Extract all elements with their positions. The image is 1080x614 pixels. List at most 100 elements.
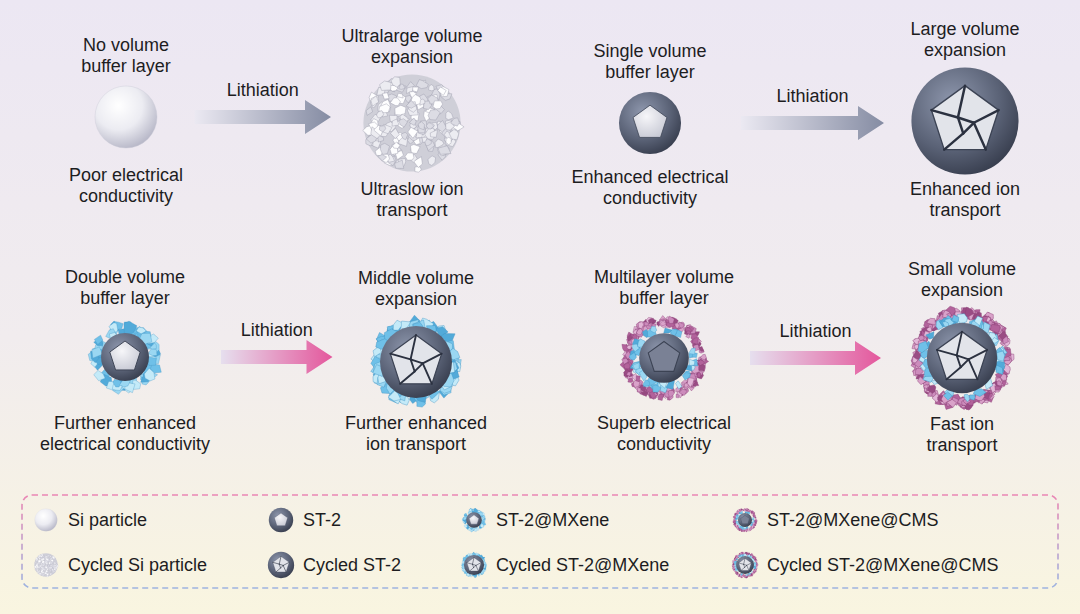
mxene-flake: [482, 517, 485, 519]
cms-flake: [627, 334, 633, 341]
lithiation-arrow: [221, 340, 333, 374]
mxene-flake: [629, 352, 636, 360]
cms-flake: [742, 509, 743, 511]
edge-label: Lithiation: [779, 321, 851, 342]
silicon-fragment: [45, 561, 47, 562]
crack-line: [283, 565, 286, 572]
cms-flake: [734, 516, 735, 518]
silicon-fragment: [395, 160, 404, 168]
cms-flake: [755, 517, 756, 518]
silicon-fragment: [41, 571, 43, 574]
silicon-fragment: [410, 144, 420, 153]
mxene-flake: [482, 520, 484, 522]
crack-line: [744, 558, 745, 564]
cms-flake: [741, 552, 743, 554]
silicon-fragment: [446, 111, 453, 120]
cms-flake: [623, 370, 630, 376]
mxene-flake: [480, 524, 483, 528]
crack-line: [279, 556, 281, 564]
legend-label: Cycled ST-2@MXene: [496, 555, 669, 576]
cms-flake: [649, 392, 656, 399]
legend-label: Cycled Si particle: [68, 555, 207, 576]
cms-flake: [687, 378, 694, 388]
crack-line: [281, 565, 284, 568]
silicon-fragment: [54, 564, 56, 566]
cms-flake: [755, 559, 756, 561]
cms-flake: [737, 512, 738, 513]
particle-group: [88, 321, 161, 394]
cms-flake: [750, 554, 751, 555]
cms-flake: [735, 513, 737, 515]
particle-illustration: [618, 312, 710, 404]
mxene-flake: [997, 351, 1005, 361]
legend-label: Cycled ST-2: [303, 555, 401, 576]
node-text: No volume buffer layer: [66, 35, 186, 77]
silicon-fragment: [41, 564, 43, 566]
node-text: Poor electrical conductivity: [64, 165, 189, 207]
mxene-flake: [148, 349, 157, 356]
silicon-fragment: [405, 153, 414, 160]
mxene-flake: [754, 563, 756, 566]
silicon-fragment: [47, 565, 49, 567]
cms-flake: [736, 572, 738, 574]
cms-flake: [734, 522, 736, 525]
cms-flake: [748, 511, 750, 512]
silicon-fragment: [39, 558, 41, 560]
mxene-flake: [754, 567, 756, 569]
legend-border: [22, 495, 1058, 588]
crack-line: [958, 86, 965, 118]
silicon-fragment: [397, 93, 403, 98]
mxene-flake: [468, 553, 470, 556]
cms-flake: [754, 571, 755, 572]
crack-line: [739, 563, 744, 564]
cms-flake: [738, 529, 740, 531]
cms-flake: [742, 530, 743, 532]
cms-flake: [747, 508, 749, 510]
crack-line: [411, 359, 415, 371]
crack-line: [474, 565, 476, 567]
cms-flake: [692, 337, 698, 344]
st2-shell: [639, 333, 689, 383]
silicon-fragment: [43, 574, 45, 576]
cms-flake: [737, 512, 739, 514]
crack-line: [944, 133, 963, 149]
crack-line: [957, 355, 961, 367]
silicon-fragment: [430, 130, 437, 138]
silicon-fragment: [48, 559, 49, 561]
cms-flake: [753, 514, 755, 516]
cms-flake: [740, 574, 743, 576]
silicon-fragment: [451, 118, 460, 126]
silicon-fragment: [43, 567, 45, 569]
particle-illustration: [366, 312, 466, 412]
cms-flake: [751, 554, 752, 556]
mxene-flake: [740, 527, 741, 529]
cms-flake: [752, 511, 754, 513]
silicon-fragment: [45, 560, 47, 563]
silicon-fragment: [52, 564, 54, 567]
cms-flake: [745, 576, 747, 579]
silicon-fragment: [401, 132, 408, 139]
cms-flake: [755, 517, 756, 519]
cms-flake: [750, 510, 751, 511]
silicon-fragment: [52, 556, 54, 558]
st2-shell: [466, 512, 482, 528]
cms-flake: [990, 324, 1000, 332]
silicon-fragment: [48, 558, 50, 561]
legend-icon: [732, 507, 758, 533]
silicon-fragment: [380, 143, 389, 154]
silicon-fragment: [55, 567, 57, 569]
node-text: Large volume expansion: [890, 19, 1040, 61]
legend-label: Cycled ST-2@MXene@CMS: [767, 555, 999, 576]
silicon-fragment: [433, 101, 443, 109]
crack-line: [283, 562, 289, 565]
crack-line: [276, 568, 281, 572]
cms-flake: [752, 556, 754, 558]
cms-flake: [740, 509, 742, 511]
silicon-fragment: [38, 566, 40, 568]
cms-flake: [752, 526, 754, 528]
mxene-flake: [741, 511, 743, 513]
cms-flake: [747, 508, 749, 510]
particle-group: [620, 316, 709, 401]
mxene-flake: [736, 521, 738, 523]
cms-flake: [735, 555, 738, 558]
